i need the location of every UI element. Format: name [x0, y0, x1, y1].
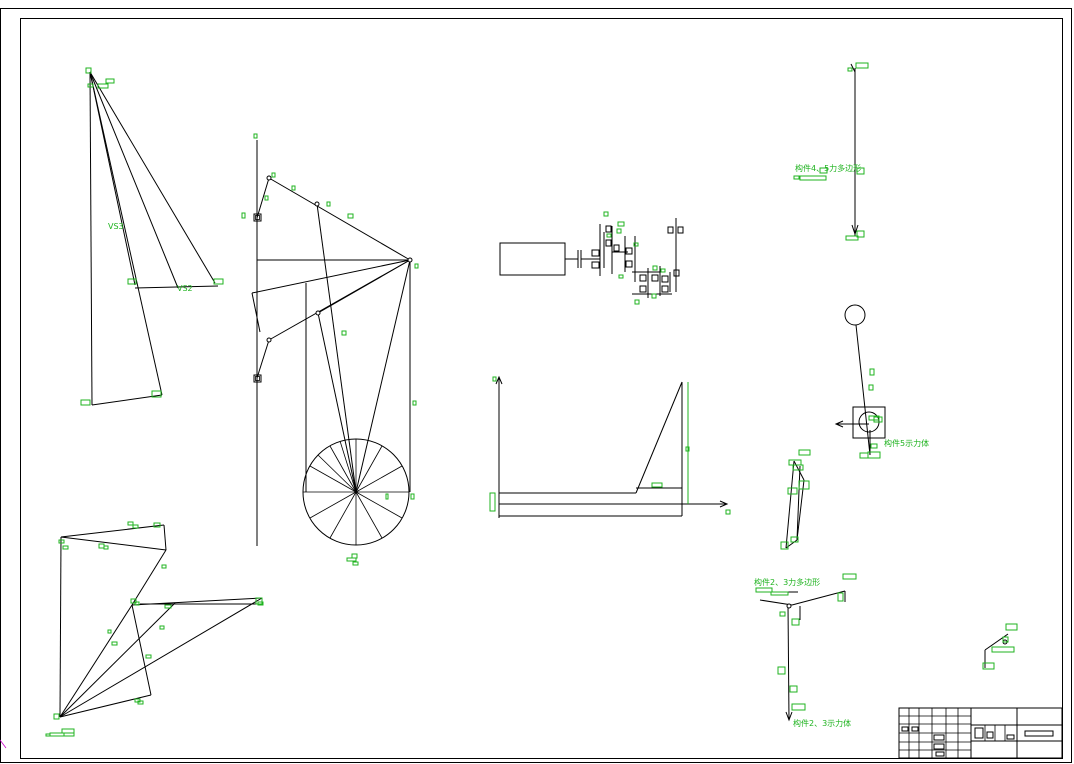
small-detail: [982, 623, 1018, 670]
free-body-link23: 构件2、3力多边形 构件2、3示力体: [754, 573, 857, 728]
link45-polygon-label: 构件4、5力多边形: [795, 163, 861, 173]
mechanism-diagram: [241, 133, 419, 566]
corner-mark: [0, 739, 7, 749]
gear-transmission-diagram: [499, 211, 684, 305]
velocity-polygon: VS3 VS2: [80, 67, 224, 406]
crank-spokes: [303, 439, 409, 545]
title-block: [898, 707, 1063, 759]
sheet-border: [0, 8, 1072, 763]
vs3-label: VS3: [108, 222, 124, 231]
link23-free-body-label: 构件2、3示力体: [793, 718, 851, 728]
link5-free-body-label: 构件5示力体: [884, 438, 929, 448]
force-polygon-link23: [780, 449, 811, 550]
link23-polygon-label: 构件2、3力多边形: [754, 577, 820, 587]
vs2-label: VS2: [177, 284, 193, 293]
force-polygon-link45: 构件4、5力多边形: [793, 62, 869, 241]
free-body-link5: 构件5示力体: [834, 304, 929, 459]
motion-graph: [489, 375, 731, 518]
acceleration-polygon: [45, 521, 264, 737]
